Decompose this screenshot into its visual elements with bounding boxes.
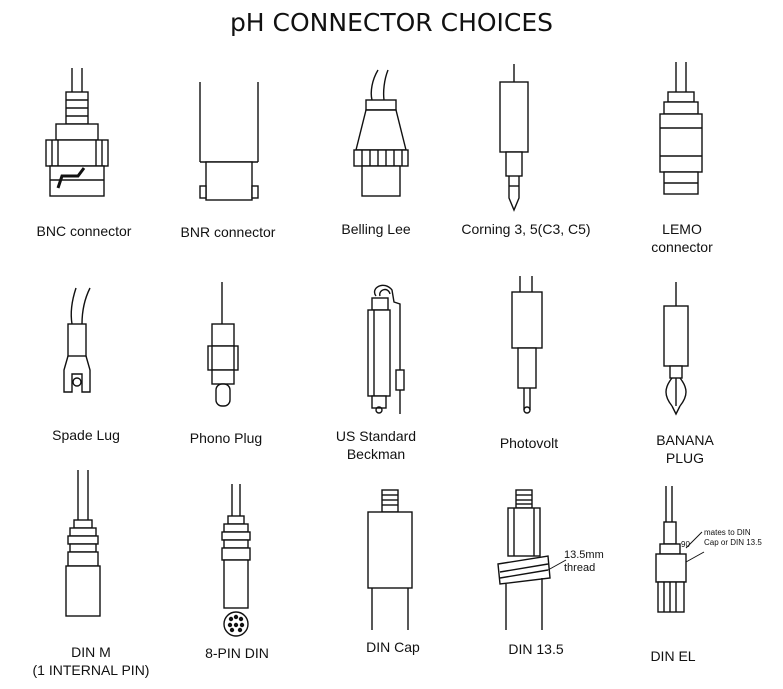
din-cap-label: DIN Cap	[366, 639, 420, 655]
corning-connector-icon	[499, 64, 529, 212]
spade-lug-icon	[63, 287, 91, 393]
din-el-label: DIN EL	[650, 648, 696, 664]
din-cap-connector-icon	[367, 489, 413, 630]
phono-plug-label: Phono Plug	[189, 430, 263, 446]
8-pin-din-connector-icon	[221, 484, 251, 637]
lemo-connector-icon	[659, 62, 703, 195]
din-13-5-connector-icon	[497, 489, 567, 630]
din-el-connector-icon	[655, 486, 705, 613]
8-pin-din-label: 8-PIN DIN	[205, 645, 269, 661]
photovolt-label: Photovolt	[499, 435, 559, 451]
bnc-connector-icon	[45, 68, 109, 197]
din-m-connector-icon	[65, 470, 101, 617]
din-13-5-label: DIN 13.5	[508, 641, 564, 657]
belling-lee-icon	[353, 69, 409, 197]
bnc-connector-label: BNC connector	[36, 223, 132, 239]
belling-lee-label: Belling Lee	[341, 221, 411, 237]
spade-lug-label: Spade Lug	[52, 427, 120, 443]
beckman-label: US Standard Beckman	[335, 428, 417, 462]
thread-annotation: 13.5mm thread	[564, 549, 604, 574]
photovolt-connector-icon	[511, 276, 543, 414]
beckman-connector-icon	[367, 284, 405, 414]
banana-plug-icon	[663, 282, 689, 416]
mates-annotation: mates to DIN Cap or DIN 13.5	[704, 528, 762, 547]
mates-prefix-annotation: 90	[681, 540, 690, 549]
banana-plug-label: BANANA PLUG	[656, 432, 714, 466]
lemo-connector-label: LEMO connector	[651, 221, 713, 255]
bnr-connector-label: BNR connector	[180, 224, 276, 240]
corning-label: Corning 3, 5(C3, C5)	[461, 221, 591, 237]
bnr-connector-icon	[199, 82, 259, 201]
din-m-label: DIN M (1 INTERNAL PIN)	[32, 644, 150, 678]
page-title: pH CONNECTOR CHOICES	[229, 8, 554, 37]
phono-plug-icon	[207, 282, 239, 407]
